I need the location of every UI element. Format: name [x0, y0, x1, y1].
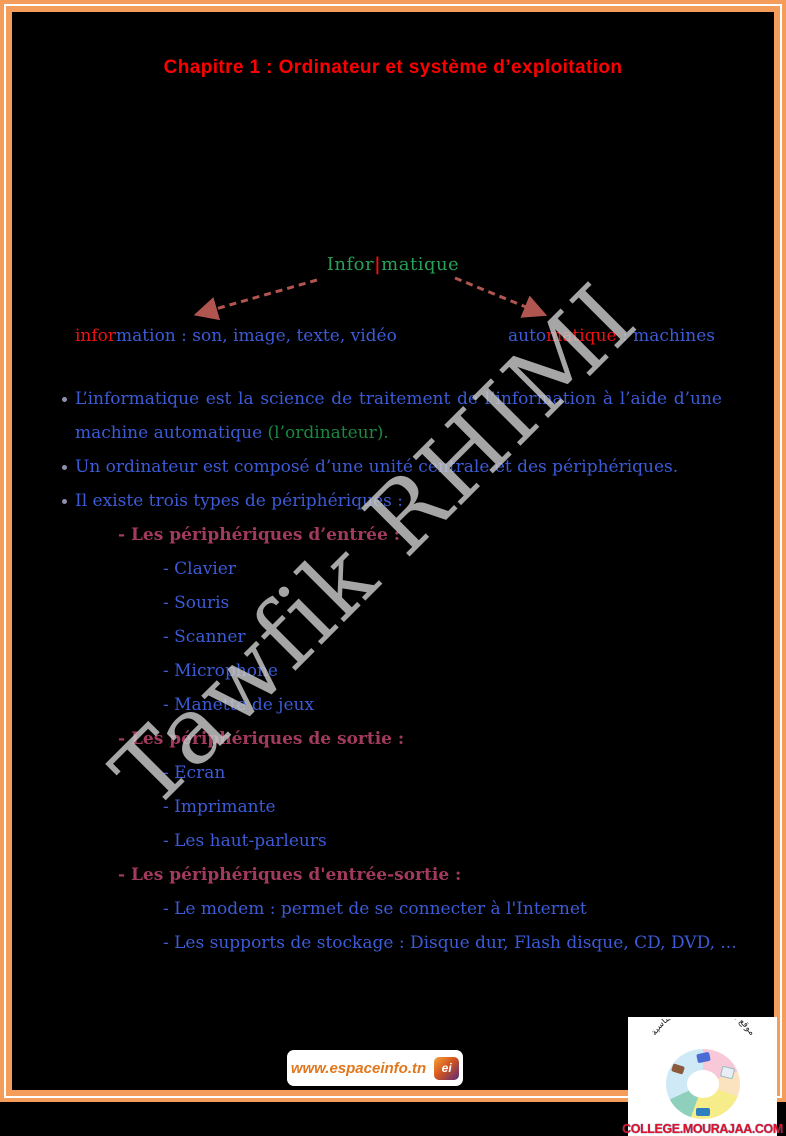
logo-detail-palette [695, 1108, 710, 1116]
section-heading-entree: - Les périphériques d’entrée : [118, 525, 400, 545]
section-heading-entree-sortie: - Les périphériques d'entrée-sortie : [118, 865, 462, 885]
svg-text:موقع مراجعة مواضيع الأساسية: موقع مراجعة مواضيع الأساسية [649, 1019, 756, 1038]
arrow-right [454, 276, 548, 318]
definition-ordinateur-text: (l’ordinateur). [267, 423, 389, 443]
college-logo-icon [665, 1048, 740, 1119]
logo-detail-books [670, 1063, 685, 1075]
root-word-part2: matique [381, 254, 460, 275]
chapter-title: Chapitre 1 : Ordinateur et système d’exp… [163, 57, 623, 78]
espaceinfo-logo-plate: www.espaceinfo.tn ei [287, 1050, 463, 1086]
logo-detail-graduation-cap [695, 1051, 711, 1063]
branch-arrows [193, 276, 548, 321]
label-automatique-pre: auto [508, 326, 547, 346]
list-item-clavier: - Clavier [163, 559, 236, 579]
course-content: L’informatique est la science de traitem… [60, 382, 737, 960]
espaceinfo-website-text: www.espaceinfo.tn [290, 1059, 427, 1077]
list-item-scanner: - Scanner [163, 627, 246, 647]
arabic-arc-text: موقع مراجعة مواضيع الأساسية [649, 1019, 756, 1038]
branch-label-information: information : son, image, texte, vidéo [75, 326, 397, 346]
college-caption: COLLEGE.MOURAJAA.COM [622, 1122, 783, 1136]
list-item-stockage: - Les supports de stockage : Disque dur,… [163, 933, 737, 953]
label-information-rest: mation : son, image, texte, vidéo [116, 326, 397, 346]
list-item-modem: - Le modem : permet de se connecter à l'… [163, 899, 587, 919]
root-word-part1: Infor [326, 254, 375, 275]
page-border-gap [4, 4, 782, 1098]
page-border-outer [0, 0, 786, 1102]
branch-label-automatique: automatique : machines [508, 326, 715, 346]
arrow-left [193, 278, 318, 321]
logo-detail-notebook [719, 1065, 735, 1080]
list-item-manette: - Manette de jeux [163, 695, 315, 715]
label-automatique-rest: : machines [616, 326, 716, 346]
list-item-souris: - Souris [163, 593, 230, 613]
list-item-haut-parleurs: - Les haut-parleurs [163, 831, 327, 851]
espaceinfo-icon: ei [434, 1056, 460, 1080]
definition-main-text: L’informatique est la science de traitem… [75, 389, 722, 443]
bullet-composition-ordinateur: Un ordinateur est composé d’une unité ce… [60, 450, 722, 484]
label-information-highlight: infor [75, 326, 117, 346]
list-item-imprimante: - Imprimante [163, 797, 276, 817]
list-item-microphone: - Microphone [163, 661, 278, 681]
list-item-ecran: - Ecran [163, 763, 226, 783]
page-border-inner [6, 6, 780, 1096]
diagram-root-label: Infor|matique [0, 254, 786, 275]
label-automatique-highlight: matique [546, 326, 617, 346]
college-logo-box: موقع مراجعة مواضيع الأساسية COLLEGE.MOUR… [622, 1017, 783, 1136]
bullet-trois-types: Il existe trois types de périphériques : [60, 484, 722, 518]
bullet-definition-informatique: L’informatique est la science de traitem… [60, 382, 722, 450]
section-heading-sortie: - Les périphériques de sortie : [118, 729, 405, 749]
root-separator-bar: | [374, 254, 382, 275]
